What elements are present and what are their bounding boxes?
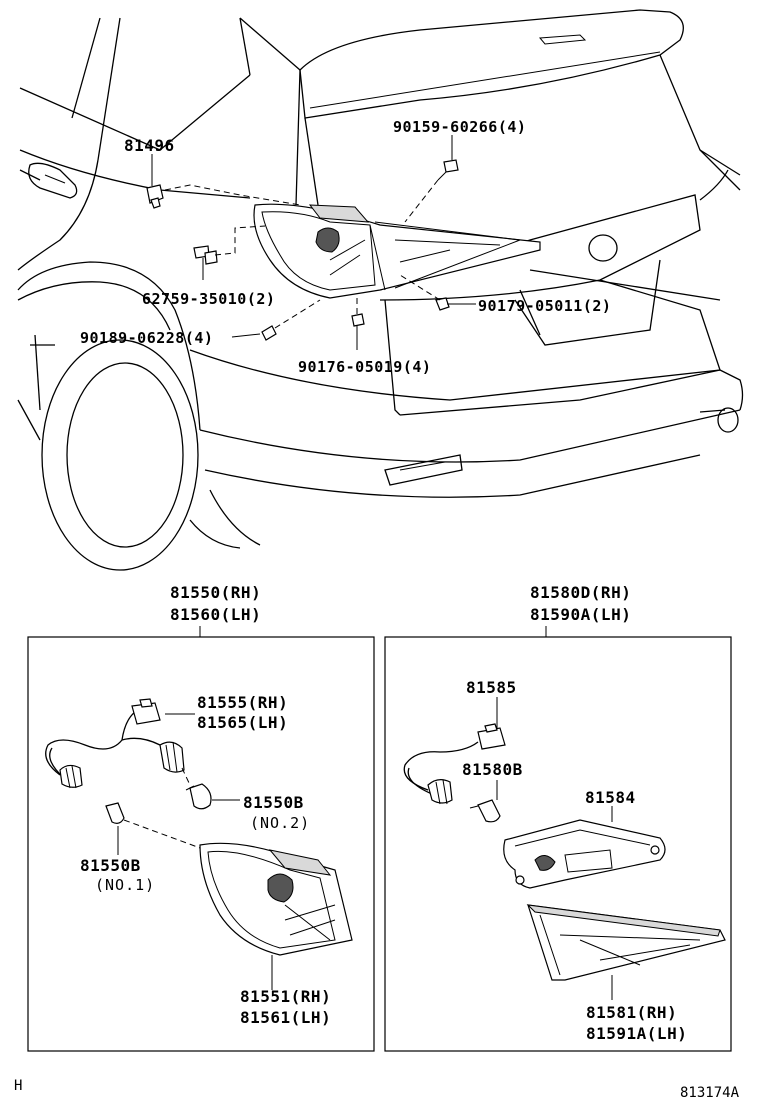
assembly-left-rh-label: 81550(RH) — [170, 583, 261, 602]
clip-62759-icon — [193, 245, 218, 265]
lens2-lh-label: 81591A(LH) — [586, 1024, 687, 1043]
assembly-left-box — [27, 636, 375, 1052]
footer-left-code: H — [14, 1078, 22, 1094]
bulb2-label: 81580B — [462, 760, 523, 779]
lens-81551-icon — [199, 842, 353, 956]
socket-wire-icon — [45, 698, 185, 789]
bulb-no1-note: (NO.1) — [95, 876, 155, 894]
car-rear-illustration — [17, 9, 744, 571]
socket2-label: 81585 — [466, 678, 517, 697]
bulb-no2-icon — [185, 783, 212, 810]
bulb2-icon — [469, 799, 501, 823]
fastener-icons — [146, 159, 459, 341]
assembly-right-box — [384, 636, 732, 1052]
screw-90159-icon — [437, 159, 459, 181]
clip-81496-icon — [146, 184, 164, 209]
gasket-label: 81584 — [585, 788, 636, 807]
lens2-rh-label: 81581(RH) — [586, 1003, 677, 1022]
nut-90176-icon — [351, 313, 365, 327]
assembly-left-lh-label: 81560(LH) — [170, 605, 261, 624]
label-90159-60266: 90159-60266(4) — [393, 118, 526, 136]
footer-illustration-number: 813174A — [680, 1085, 740, 1101]
lens-rh-label: 81551(RH) — [240, 987, 331, 1006]
bulb-no2-label: 81550B — [243, 793, 304, 812]
socket2-wire-icon — [403, 723, 506, 805]
car-tail-lamp-assembly — [253, 203, 541, 299]
bulb-no1-icon — [105, 802, 125, 824]
bolt-90189-icon — [261, 325, 277, 341]
bulb-no2-note: (NO.2) — [250, 814, 310, 832]
top-leader-lines — [151, 135, 476, 350]
socket-lh-label: 81565(LH) — [197, 713, 288, 732]
label-90176-05019: 90176-05019(4) — [298, 358, 431, 376]
label-90179-05011: 90179-05011(2) — [478, 297, 611, 315]
nut-90179-icon — [435, 297, 450, 311]
bulb-no1-label: 81550B — [80, 856, 141, 875]
label-90189-06228: 90189-06228(4) — [80, 329, 213, 347]
label-62759-35010: 62759-35010(2) — [142, 290, 275, 308]
label-81496: 81496 — [124, 136, 175, 155]
assembly-right-lh-label: 81590A(LH) — [530, 605, 631, 624]
socket-rh-label: 81555(RH) — [197, 693, 288, 712]
lens-81581-icon — [526, 904, 726, 981]
gasket-81584-icon — [503, 819, 666, 889]
lens-lh-label: 81561(LH) — [240, 1008, 331, 1027]
assembly-right-rh-label: 81580D(RH) — [530, 583, 631, 602]
